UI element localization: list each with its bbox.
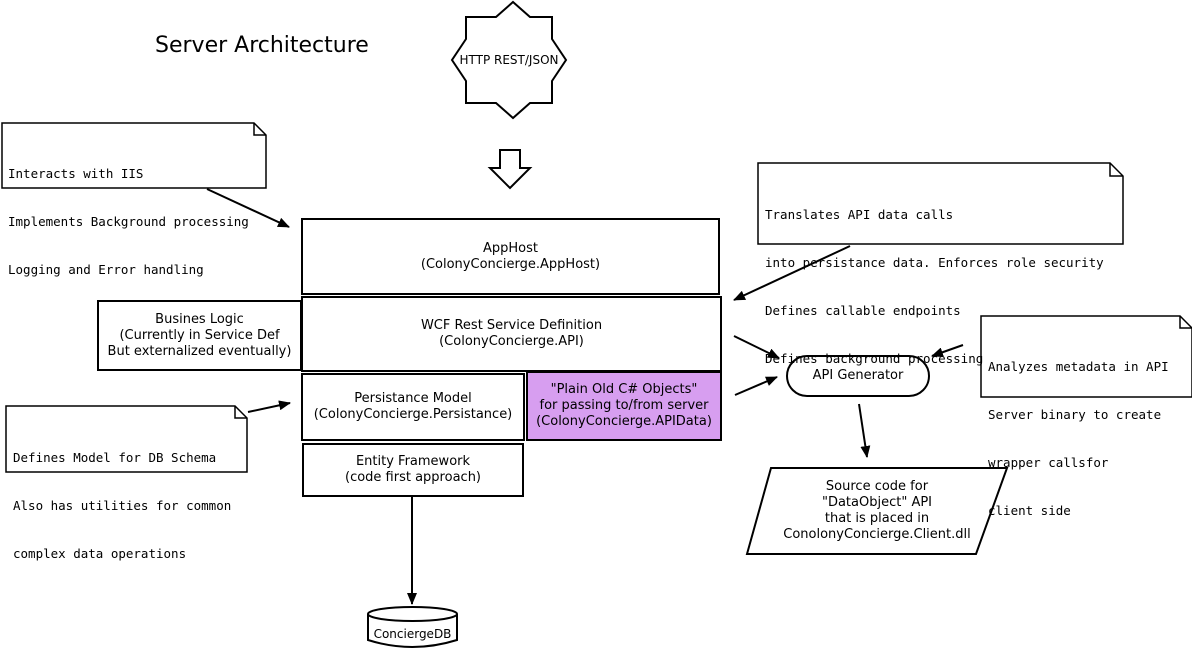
note-line: complex data operations bbox=[13, 546, 187, 561]
persistance-model-box: Persistance Model (ColonyConcierge.Persi… bbox=[301, 373, 525, 441]
entity-title: Entity Framework bbox=[355, 454, 471, 469]
poco-title: "Plain Old C# Objects" bbox=[550, 382, 698, 397]
persistance-title: Persistance Model bbox=[354, 391, 472, 406]
note-line: into persistance data. Enforces role sec… bbox=[765, 255, 1104, 270]
http-star-label: HTTP REST/JSON bbox=[452, 52, 566, 68]
down-block-arrow bbox=[487, 149, 533, 190]
database-cylinder bbox=[367, 606, 458, 648]
persistance-namespace: (ColonyConcierge.Persistance) bbox=[313, 407, 513, 422]
source-code-line: that is placed in bbox=[824, 511, 930, 526]
source-code-line: Source code for bbox=[825, 479, 929, 494]
note-line: Defines background processing bbox=[765, 351, 984, 366]
note-analyzes-shape bbox=[980, 315, 1192, 398]
note-translates: Translates API data calls into persistan… bbox=[765, 175, 1104, 383]
http-star-text: HTTP REST/JSON bbox=[459, 53, 559, 67]
api-generator-shape bbox=[786, 355, 930, 397]
poco-namespace: (ColonyConcierge.APIData) bbox=[536, 414, 712, 429]
note-translates-shape bbox=[757, 162, 1124, 245]
arrow-iis-to-apphost bbox=[206, 188, 290, 228]
wcf-namespace: (ColonyConcierge.API) bbox=[439, 334, 584, 349]
source-code-line: ConolonyConcierge.Client.dll bbox=[783, 527, 971, 542]
note-line: Translates API data calls bbox=[765, 207, 954, 222]
business-line: But externalized eventually) bbox=[107, 343, 292, 359]
note-line: Server binary to create bbox=[988, 407, 1162, 422]
note-line: client side bbox=[988, 503, 1071, 518]
source-code-shape bbox=[745, 467, 1009, 555]
poco-box: "Plain Old C# Objects" for passing to/fr… bbox=[526, 371, 722, 441]
note-line: Implements Background processing bbox=[8, 214, 249, 229]
source-code: Source code for "DataObject" API that is… bbox=[760, 479, 994, 543]
page-title: Server Architecture bbox=[155, 33, 369, 58]
entity-framework-box: Entity Framework (code first approach) bbox=[302, 443, 524, 497]
note-model: Defines Model for DB Schema Also has uti… bbox=[13, 418, 231, 578]
http-star-shape bbox=[450, 0, 568, 120]
note-line: Interacts with IIS bbox=[8, 166, 144, 181]
wcf-title: WCF Rest Service Definition bbox=[420, 318, 603, 333]
business-title: Busines Logic bbox=[155, 311, 244, 327]
note-line: Also has utilities for common bbox=[13, 498, 232, 513]
database-label: ConciergeDB bbox=[373, 627, 452, 641]
business-line: (Currently in Service Def bbox=[119, 327, 280, 343]
arrow-analyzes-to-generator bbox=[931, 344, 964, 358]
business-logic-box: Busines Logic (Currently in Service Def … bbox=[97, 300, 302, 371]
arrow-translates-to-wcf bbox=[733, 245, 851, 301]
note-iis: Interacts with IIS Implements Background… bbox=[8, 134, 249, 294]
poco-line: for passing to/from server bbox=[539, 398, 709, 413]
note-line: wrapper callsfor bbox=[988, 455, 1109, 470]
apphost-box: AppHost (ColonyConcierge.AppHost) bbox=[301, 218, 720, 295]
note-line: Defines callable endpoints bbox=[765, 303, 961, 318]
wcf-service-box: WCF Rest Service Definition (ColonyConci… bbox=[301, 296, 722, 372]
database: ConciergeDB bbox=[368, 626, 457, 642]
note-line: Analyzes metadata in API bbox=[988, 359, 1169, 374]
source-code-line: "DataObject" API bbox=[821, 495, 933, 510]
note-line: Defines Model for DB Schema bbox=[13, 450, 217, 465]
note-iis-shape bbox=[1, 122, 267, 189]
apphost-title: AppHost bbox=[483, 240, 538, 256]
arrow-generator-to-source bbox=[858, 403, 871, 458]
api-generator-label: API Generator bbox=[812, 368, 904, 383]
api-generator: API Generator bbox=[787, 368, 929, 384]
arrow-model-to-persistance bbox=[247, 400, 291, 413]
note-model-shape bbox=[5, 405, 248, 473]
note-line: Logging and Error handling bbox=[8, 262, 204, 277]
note-analyzes: Analyzes metadata in API Server binary t… bbox=[988, 327, 1169, 535]
arrow-poco-to-generator bbox=[734, 376, 778, 396]
apphost-namespace: (ColonyConcierge.AppHost) bbox=[420, 256, 601, 272]
arrow-wcf-to-generator bbox=[733, 335, 780, 359]
entity-line: (code first approach) bbox=[345, 470, 481, 485]
